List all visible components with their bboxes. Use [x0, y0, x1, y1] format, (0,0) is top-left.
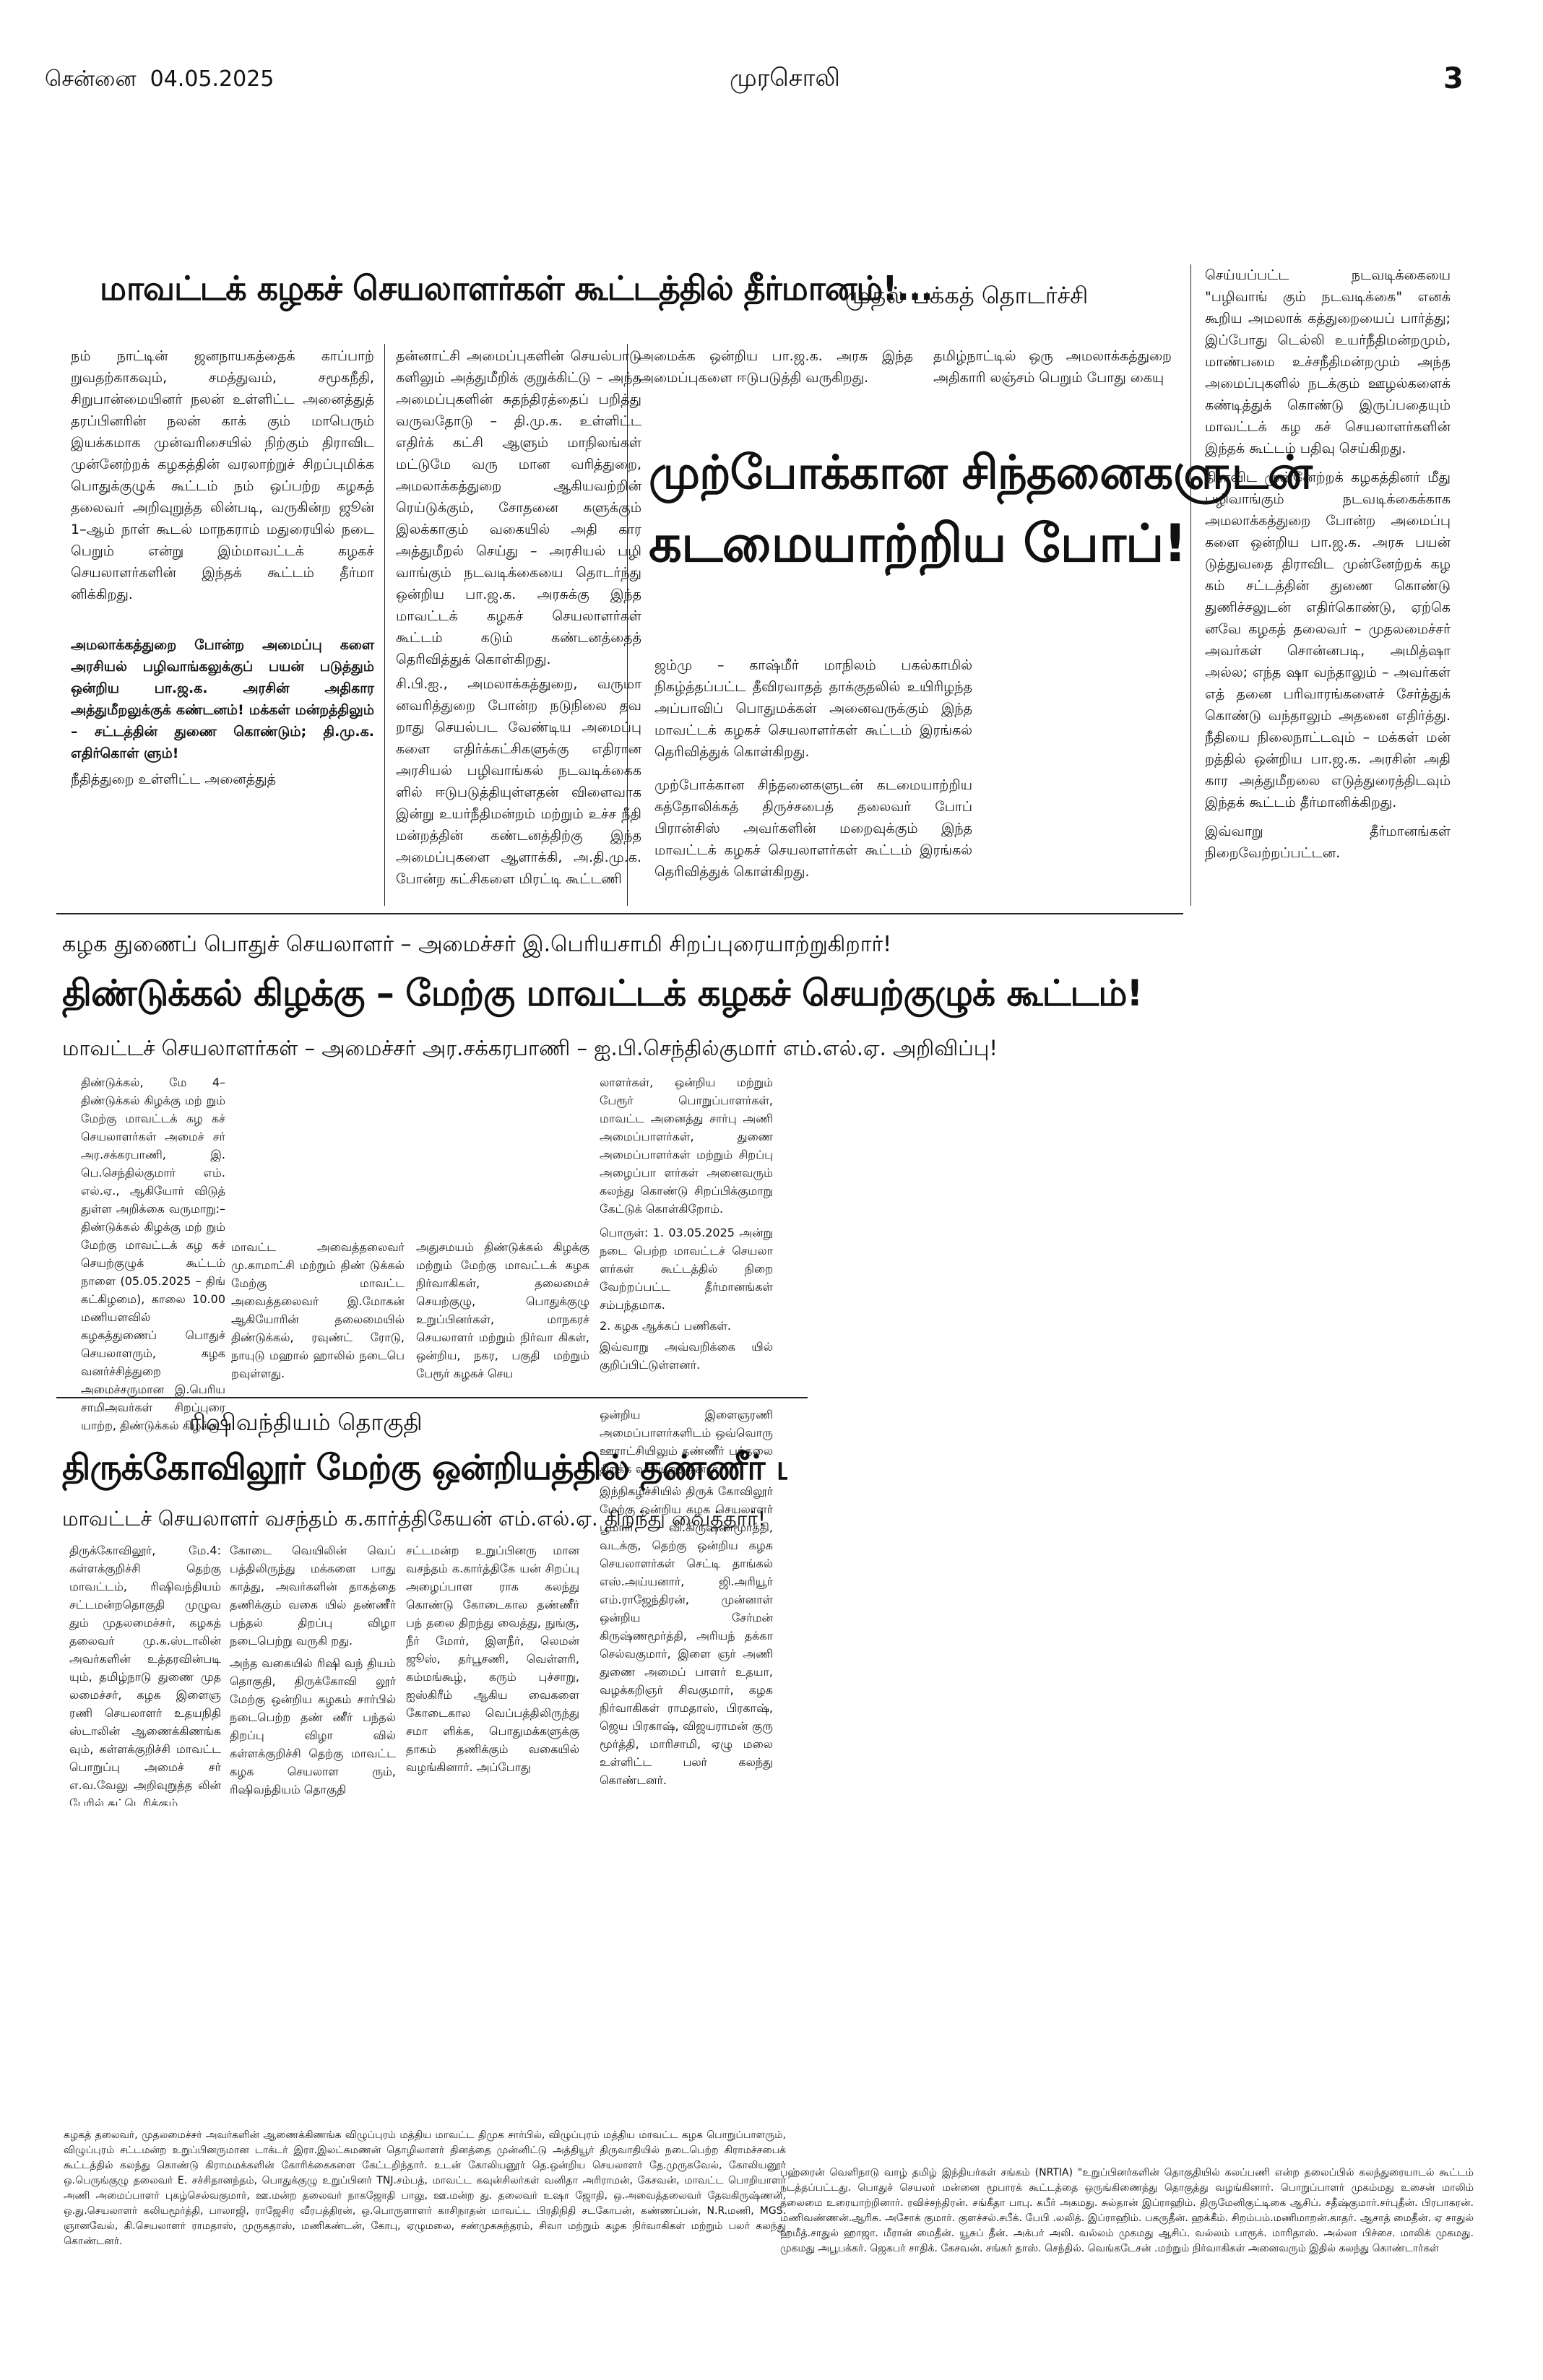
page-number: 3	[1443, 62, 1464, 95]
top-col1-subhead: அமலாக்கத்துறை போன்ற அமைப்பு களை அரசியல் …	[71, 637, 374, 761]
rishi-photo	[787, 1406, 1177, 1788]
caption-left: கழகத் தலைவர், முதலமைச்சர் அவர்களின் ஆணைக…	[64, 2129, 786, 2247]
rishi-col4-b: இந்நிகழ்ச்சியில் திருக் கோவிலூர் மேற்கு …	[600, 1484, 773, 1787]
top-col2-text-b: சி.பி.ஐ., அமலாக்கத்துறை, வருமா னவரித்துற…	[396, 676, 641, 887]
dindigul-col1-text: திண்டுக்கல், மே 4– திண்டுக்கல் கிழக்கு ம…	[81, 1076, 225, 1432]
top-col-3: அமைக்க ஒன்றிய பா.ஜ.க. அரசு இந்த அமைப்புக…	[639, 345, 913, 391]
rishi-headline: திருக்கோவிலூர் மேற்கு ஒன்றியத்தில் தண்ணீ…	[62, 1448, 889, 1488]
dindigul-col-4: லாளர்கள், ஒன்றிய மற்றும் பேரூர் பொறுப்பா…	[600, 1073, 773, 1377]
dindigul-photo	[787, 1073, 1177, 1391]
pope-para-2: முற்போக்கான சிந்தனைகளுடன் கடமையாற்றிய கத…	[654, 777, 972, 880]
top-col4-text: தமிழ்நாட்டில் ஒரு அமலாக்கத்துறை அதிகாரி …	[933, 348, 1172, 386]
rishi-col-3: சட்டமன்ற உறுப்பினரு மான வசந்தம் க.கார்த்…	[406, 1541, 579, 1779]
col-rule	[627, 344, 628, 906]
right-col-text: செய்யப்பட்ட நடவடிக்கையை "பழிவாங் கும் நட…	[1205, 267, 1451, 456]
masthead: சென்னை 04.05.2025 முரசொலி 3	[0, 0, 1543, 108]
pope-headline-line1: முற்போக்கான சிந்தனைகளுடன்	[649, 446, 1313, 500]
rishi-col-1: திருக்கோவிலூர், மே.4: கள்ளக்குறிச்சி தெற…	[69, 1541, 221, 1815]
section-divider	[56, 913, 1183, 914]
dindigul-subhead: மாவட்டச் செயலாளர்கள் – அமைச்சர் அர.சக்கர…	[62, 1036, 998, 1060]
top-story-continued: முதல் பக்கத் தொடர்ச்சி	[845, 282, 1089, 309]
dindigul-col-1: திண்டுக்கல், மே 4– திண்டுக்கல் கிழக்கு ம…	[81, 1073, 225, 1437]
rishi-col1-text: திருக்கோவிலூர், மே.4: கள்ளக்குறிச்சி தெற…	[69, 1544, 221, 1810]
rishi-col3-text: சட்டமன்ற உறுப்பினரு மான வசந்தம் க.கார்த்…	[406, 1544, 579, 1774]
right-col-text-b: திராவிட முன்னேற்றக் கழகத்தினர் மீது பழிவ…	[1205, 469, 1451, 810]
top-col2-text: தன்னாட்சி அமைப்புகளின் செயல்பாடு களிலும்…	[396, 348, 641, 667]
top-col1-tail: நீதித்துறை உள்ளிட்ட அனைத்துத்	[71, 771, 276, 787]
dindigul-col2-text: மாவட்ட அவைத்தலைவர் மு.காமாட்சி மற்றும் த…	[231, 1240, 405, 1380]
rishi-subhead: மாவட்டச் செயலாளர் வசந்தம் க.கார்த்திகேயன…	[62, 1507, 766, 1531]
dindigul-col3-text: அதுசமயம் திண்டுக்கல் கிழக்கு மற்றும் மேற…	[416, 1240, 589, 1380]
section-divider	[56, 1397, 808, 1398]
dindigul-col-2: மாவட்ட அவைத்தலைவர் மு.காமாட்சி மற்றும் த…	[231, 1238, 405, 1385]
top-col-1: நம் நாட்டின் ஜனநாயகத்தைக் காப்பாற் றுவதற…	[71, 345, 374, 793]
rishi-col2-text: கோடை வெயிலின் வெப் பத்திலிருந்து மக்களை …	[230, 1544, 396, 1648]
top-col-4: தமிழ்நாட்டில் ஒரு அமலாக்கத்துறை அதிகாரி …	[933, 345, 1172, 391]
top-col1-text: நம் நாட்டின் ஜனநாயகத்தைக் காப்பாற் றுவதற…	[71, 348, 374, 602]
dindigul-col4-text: லாளர்கள், ஒன்றிய மற்றும் பேரூர் பொறுப்பா…	[600, 1076, 773, 1216]
right-col: செய்யப்பட்ட நடவடிக்கையை "பழிவாங் கும் நட…	[1205, 264, 1451, 867]
rishi-col-4: ஒன்றிய இளைஞரணி அமைப்பாளர்களிடம் ஒவ்வொரு …	[600, 1406, 773, 1792]
villupuram-photo	[62, 1806, 756, 2124]
dindigul-col4-b: பொருள்: 1. 03.05.2025 அன்று நடை பெற்ற மா…	[600, 1226, 773, 1312]
dindigul-col4-d: இவ்வாறு அவ்வறிக்கை யில் குறிப்பிட்டுள்ளன…	[600, 1340, 773, 1372]
col-rule	[384, 344, 385, 906]
dindigul-kicker: கழக துணைப் பொதுச் செயலாளர் – அமைச்சர் இ.…	[62, 932, 892, 957]
top-col-2: தன்னாட்சி அமைப்புகளின் செயல்பாடு களிலும்…	[396, 345, 641, 893]
rishi-col2-b: அந்த வகையில் ரிஷி வந் தியம் தொகுதி, திரு…	[230, 1656, 396, 1796]
paper-name: முரசொலி	[730, 64, 840, 92]
dateline: சென்னை 04.05.2025	[45, 66, 275, 92]
pope-para-1: ஜம்மு – காஷ்மீர் மாநிலம் பகல்காமில் நிகழ…	[654, 657, 972, 760]
top-col3-text: அமைக்க ஒன்றிய பா.ஜ.க. அரசு இந்த அமைப்புக…	[639, 348, 913, 386]
rishi-kicker: ரிஷிவந்தியம் தொகுதி	[189, 1408, 423, 1436]
top-story-headline: மாவட்டக் கழகச் செயலாளர்கள் கூட்டத்தில் த…	[100, 269, 933, 308]
rishi-col-2: கோடை வெயிலின் வெப் பத்திலிருந்து மக்களை …	[230, 1541, 396, 1801]
dindigul-col-3: அதுசமயம் திண்டுக்கல் கிழக்கு மற்றும் மேற…	[416, 1238, 589, 1385]
bahrain-photo	[773, 1806, 1474, 2152]
caption-right: பஹ்ரைன் வெளிநாடு வாழ் தமிழ் இந்தியர்கள் …	[780, 2167, 1474, 2254]
right-col-text-c: இவ்வாறு தீர்மானங்கள் நிறைவேற்றப்பட்டன.	[1205, 823, 1451, 861]
dindigul-headline: திண்டுக்கல் கிழக்கு – மேற்கு மாவட்டக் கழ…	[62, 972, 1143, 1014]
dindigul-col4-c: 2. கழக ஆக்கப் பணிகள்.	[600, 1319, 731, 1333]
rishi-col4-text: ஒன்றிய இளைஞரணி அமைப்பாளர்களிடம் ஒவ்வொரு …	[600, 1408, 773, 1476]
col-rule	[1190, 264, 1191, 906]
pope-headline-line2: கடமையாற்றிய போப்!	[649, 513, 1187, 574]
pope-body: ஜம்மு – காஷ்மீர் மாநிலம் பகல்காமில் நிகழ…	[654, 654, 972, 886]
